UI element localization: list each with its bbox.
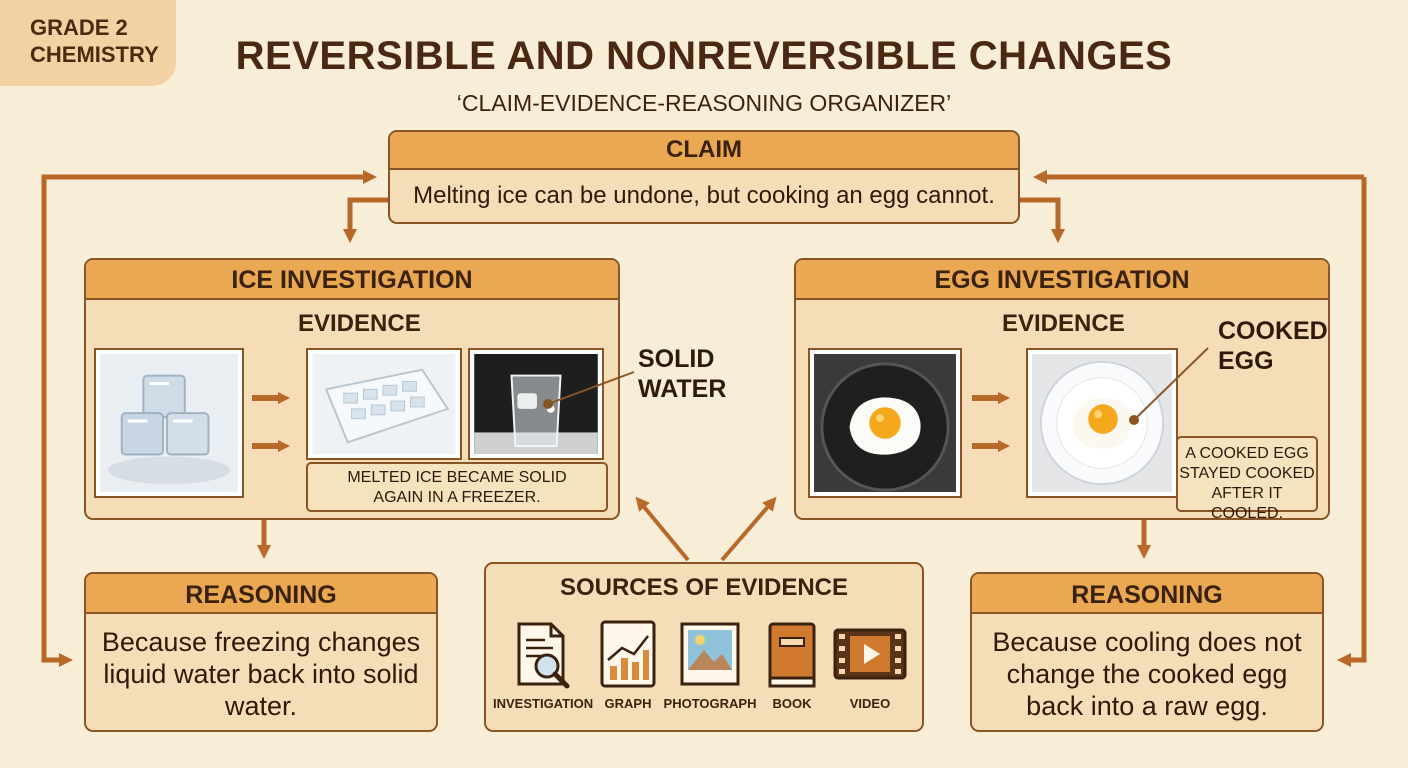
ice-tray-photo <box>306 348 462 460</box>
arrow-claim-to-egg <box>1020 197 1065 243</box>
source-label-investigation: INVESTIGATION <box>493 696 594 711</box>
solid-water-callout: SOLID WATER <box>638 345 727 403</box>
source-label-book: BOOK <box>772 696 812 711</box>
arrow-sources-to-ice <box>635 496 690 562</box>
book-icon <box>762 620 822 690</box>
source-label-photograph: PHOTOGRAPH <box>663 696 757 711</box>
reasoning-left-heading: REASONING <box>86 574 436 614</box>
arrow-right-to-reasoning <box>1337 177 1367 667</box>
source-book: BOOK <box>744 620 840 711</box>
egg-pan-photo <box>808 348 962 498</box>
arrow-sources-to-egg <box>720 496 777 562</box>
video-icon <box>833 620 907 690</box>
page-subtitle: ‘CLAIM-EVIDENCE-REASONING ORGANIZER’ <box>456 90 952 116</box>
ice-evidence-caption: MELTED ICE BECAME SOLID AGAIN IN A FREEZ… <box>306 462 608 512</box>
claim-heading: CLAIM <box>390 132 1018 170</box>
egg-evidence-label: EVIDENCE <box>1002 310 1125 337</box>
egg-evidence-caption: A COOKED EGG STAYED COOKED AFTER IT COOL… <box>1176 436 1318 522</box>
source-label-video: VIDEO <box>849 696 891 711</box>
source-investigation: INVESTIGATION <box>493 620 594 711</box>
source-video: VIDEO <box>822 620 918 711</box>
sources-heading: SOURCES OF EVIDENCE <box>559 574 849 601</box>
bar-graph-icon <box>598 620 658 690</box>
ice-cubes-photo <box>94 348 244 498</box>
photograph-icon <box>680 620 740 690</box>
ice-evidence-label: EVIDENCE <box>298 310 421 337</box>
arrow-claim-to-ice <box>343 197 388 243</box>
document-magnifier-icon <box>511 620 571 690</box>
reasoning-left-text: Because freezing changes liquid water ba… <box>101 627 421 721</box>
egg-investigation-heading: EGG INVESTIGATION <box>796 260 1328 300</box>
reasoning-left-panel: REASONING Because freezing changes liqui… <box>84 572 438 732</box>
grade-tag: GRADE 2 CHEMISTRY <box>0 0 176 86</box>
reasoning-right-text: Because cooling does not change the cook… <box>992 627 1302 721</box>
claim-panel: CLAIM Melting ice can be undone, but coo… <box>388 130 1020 224</box>
cooked-egg-callout: COOKED EGG <box>1218 317 1328 375</box>
source-graph: GRAPH <box>580 620 676 711</box>
source-label-graph: GRAPH <box>604 696 652 711</box>
ice-investigation-heading: ICE INVESTIGATION <box>86 260 618 300</box>
reasoning-right-panel: REASONING Because cooling does not chang… <box>970 572 1324 732</box>
page-title: REVERSIBLE AND NONREVERSIBLE CHANGES <box>235 34 1173 78</box>
cooked-egg-photo <box>1026 348 1178 498</box>
reasoning-right-heading: REASONING <box>972 574 1322 614</box>
water-glass-photo <box>468 348 604 460</box>
claim-text: Melting ice can be undone, but cooking a… <box>413 182 995 209</box>
source-photograph: PHOTOGRAPH <box>662 620 758 711</box>
